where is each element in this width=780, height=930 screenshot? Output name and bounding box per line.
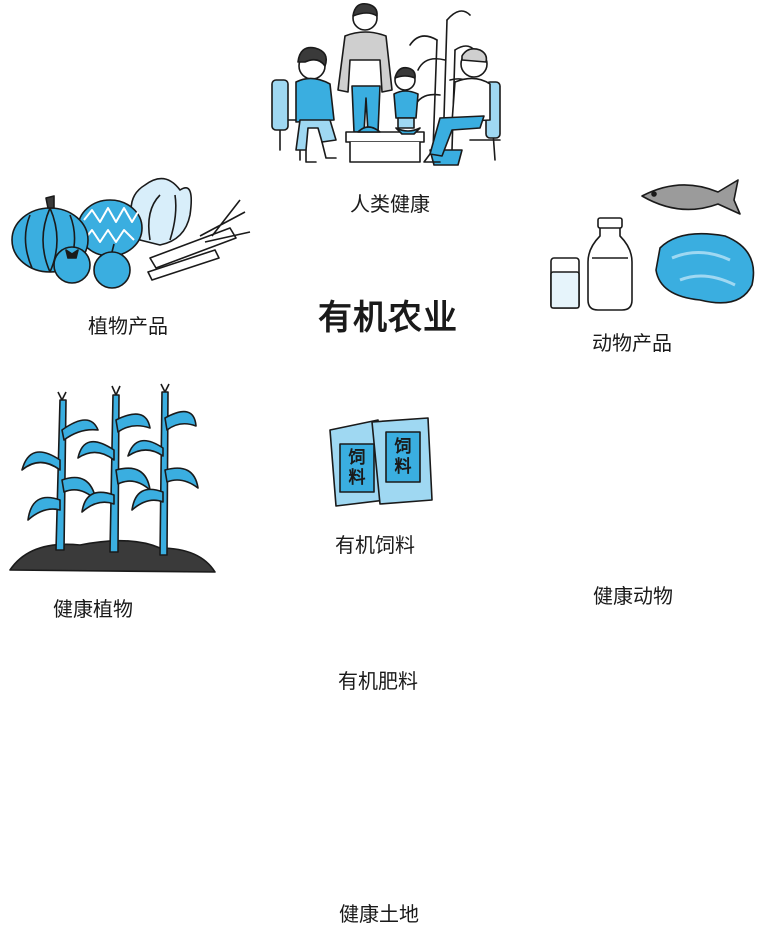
feed-bag-icon [329,417,433,507]
label-human-health: 人类健康 [350,192,430,216]
milk-icon [550,217,633,311]
label-healthy-plants: 健康植物 [53,597,133,621]
corn-icon [9,383,216,573]
label-plant-products: 植物产品 [88,314,168,338]
label-organic-feed: 有机饲料 [335,533,415,557]
label-animal-products: 动物产品 [592,331,672,355]
fish-icon [641,179,741,215]
label-healthy-soil: 健康土地 [339,902,419,926]
diagram-title: 有机农业 [318,298,458,338]
meat-icon [655,232,755,304]
vegetables-icon [11,177,251,289]
feed-bag-label-right: 饲料 [394,437,412,477]
label-healthy-animals: 健康动物 [593,584,673,608]
family-icon [271,2,501,166]
label-organic-fertilizer: 有机肥料 [338,669,418,693]
feed-bag-label-left: 饲料 [348,448,366,488]
